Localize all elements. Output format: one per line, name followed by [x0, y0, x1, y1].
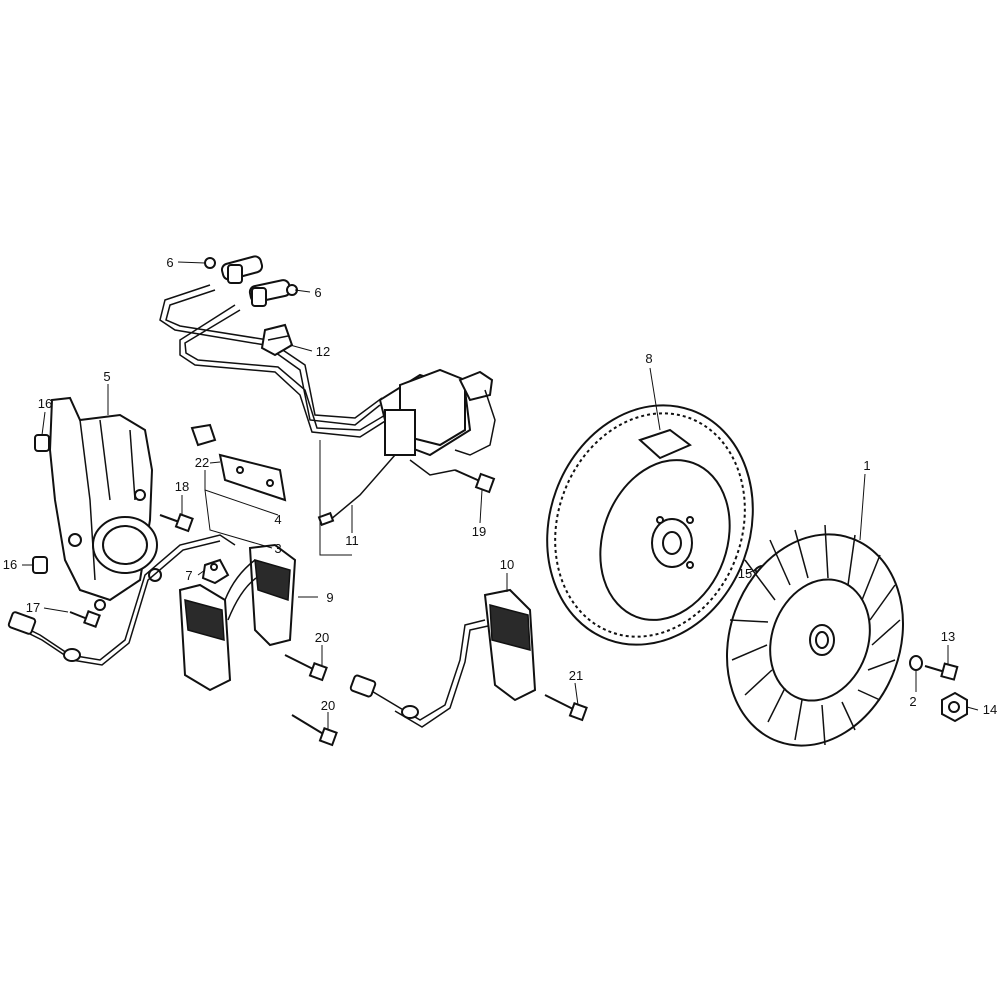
callout-9: 9	[326, 590, 333, 605]
flywheel	[546, 404, 754, 646]
exciter-harness	[349, 619, 489, 728]
callout-4: 4	[274, 512, 281, 527]
callout-8: 8	[645, 351, 652, 366]
callout-10: 10	[500, 557, 514, 572]
washer	[909, 655, 923, 671]
ignition-coil-assembly	[378, 368, 496, 476]
bolt-20-upper	[284, 654, 328, 682]
ground-wire	[317, 454, 396, 527]
callout-1: 1	[863, 458, 870, 473]
cooling-fan	[725, 524, 905, 747]
spark-plug-cap-lower	[248, 279, 298, 307]
bolt-19	[454, 469, 496, 494]
callout-17: 17	[26, 600, 40, 615]
callout-20-lower: 20	[321, 698, 335, 713]
callout-5: 5	[103, 369, 110, 384]
bolt-13	[924, 662, 959, 681]
callout-12: 12	[316, 344, 330, 359]
mounting-plate	[218, 453, 287, 502]
leader-lines	[22, 261, 979, 730]
spark-plug-cap-upper	[204, 255, 264, 284]
callout-20-upper: 20	[315, 630, 329, 645]
flange-nut	[941, 691, 968, 723]
callout-6-lower: 6	[314, 285, 321, 300]
stator-base	[48, 396, 162, 611]
bolt-20-lower	[291, 714, 338, 747]
callout-14: 14	[983, 702, 997, 717]
charge-coil	[178, 543, 297, 692]
callout-22: 22	[195, 455, 209, 470]
callout-15: 15	[738, 566, 752, 581]
small-clip-22	[190, 423, 217, 447]
callout-2: 2	[909, 694, 916, 709]
callout-11: 11	[345, 533, 359, 548]
callout-21: 21	[569, 668, 583, 683]
callout-13: 13	[941, 629, 955, 644]
exciter-coil	[483, 588, 537, 702]
bushing-16-upper	[34, 434, 50, 452]
wire-clip	[260, 323, 294, 357]
callout-19: 19	[472, 524, 486, 539]
bolt-17	[69, 610, 101, 628]
spark-plug-wires	[159, 284, 393, 438]
callout-18: 18	[175, 479, 189, 494]
harness-clamp	[201, 558, 230, 585]
left-harness	[7, 534, 236, 666]
bolt-18	[159, 513, 194, 533]
bolt-21	[544, 694, 588, 722]
callout-16-lower: 16	[3, 557, 17, 572]
callout-labels: 1 2 3 4 5 6 6 7 8 9 10 11 12 13 14 15 16…	[3, 255, 997, 717]
callout-16-upper: 16	[38, 396, 52, 411]
bushing-16-lower	[32, 556, 48, 574]
callout-6-upper: 6	[166, 255, 173, 270]
callout-7: 7	[185, 568, 192, 583]
callout-3: 3	[274, 541, 281, 556]
